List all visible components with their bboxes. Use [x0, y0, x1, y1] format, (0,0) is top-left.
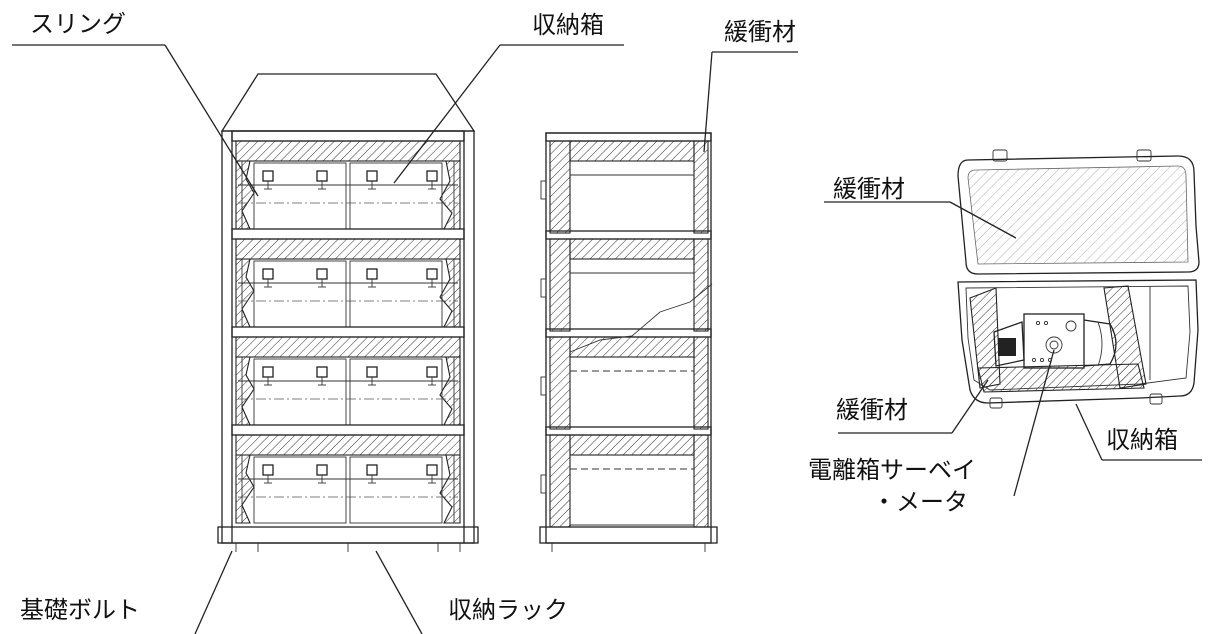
label-cushion-case-lid: 緩衝材	[833, 175, 905, 203]
rack-side-view	[539, 132, 718, 552]
rack-tier-side	[540, 426, 712, 528]
rack-roof	[220, 73, 476, 132]
label-survey-meter-1: 電離箱サーベイ	[808, 456, 976, 484]
labels: スリング 収納箱 緩衝材 緩衝材 緩衝材 収納箱 電離箱サーベイ ・メータ 基礎…	[20, 10, 1178, 624]
rack-tier-front	[231, 424, 465, 524]
label-cushion-rack: 緩衝材	[724, 18, 796, 46]
label-cushion-case-bottom: 緩衝材	[836, 396, 908, 424]
rack-tier-side	[540, 328, 712, 430]
label-foundation-bolt: 基礎ボルト	[20, 596, 140, 624]
leader-lines	[12, 44, 1202, 634]
storage-case-view	[957, 149, 1200, 409]
label-survey-meter-2: ・メータ	[872, 488, 968, 516]
rack-front-view	[217, 73, 479, 552]
case-lid-cushion	[967, 165, 1189, 265]
rack-tier-side	[540, 132, 712, 234]
label-sling: スリング	[30, 10, 126, 38]
label-storage-rack: 収納ラック	[448, 596, 568, 624]
case-lid	[957, 155, 1200, 275]
case-base	[957, 279, 1199, 404]
break-line	[569, 283, 713, 353]
rack-tier-front	[231, 130, 465, 230]
rack-base	[217, 526, 479, 544]
rack-tier-side	[540, 230, 712, 332]
label-storage-box-top: 収納箱	[532, 11, 604, 39]
rack-tier-front	[231, 228, 465, 328]
label-storage-box-case: 収納箱	[1106, 426, 1178, 454]
rack-tier-front	[231, 326, 465, 426]
survey-meter	[993, 313, 1117, 369]
